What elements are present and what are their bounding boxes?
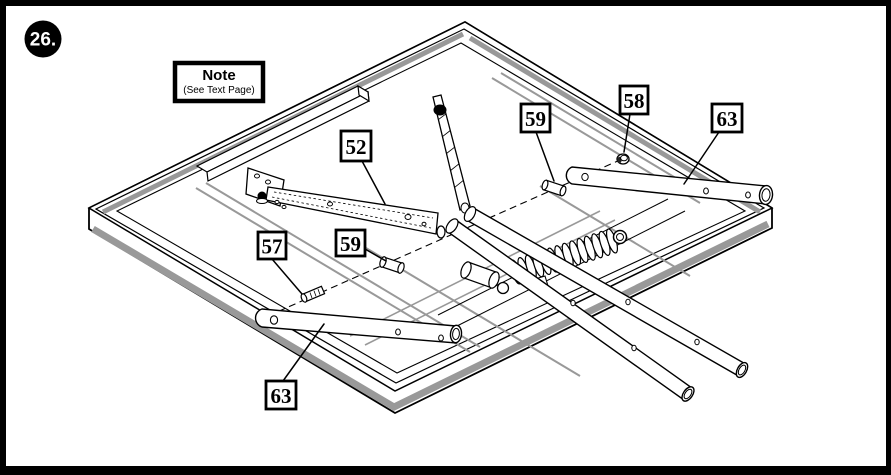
frame-rail <box>205 182 481 348</box>
leg-hole <box>570 299 576 307</box>
callout-58-leader <box>623 113 631 153</box>
callout-57: 57 <box>256 230 303 295</box>
callout-59-top-label: 59 <box>525 107 546 131</box>
slab-edge-shading <box>91 220 770 411</box>
anchor-cylinder-end <box>460 261 472 279</box>
note-box-frame <box>172 60 266 104</box>
callout-63-top-box <box>710 102 744 134</box>
callout-59-left-label: 59 <box>340 232 361 256</box>
rear-leg-tube <box>463 206 749 379</box>
pivot-axis-dashline <box>267 159 621 317</box>
spacer-end <box>559 185 567 197</box>
spring-eye-ring-inner <box>616 233 624 241</box>
note-subtitle: (See Text Page) <box>183 85 255 96</box>
callouts: 52 59 58 63 57 59 <box>256 84 744 411</box>
leg-tube-bottom-left <box>254 308 463 344</box>
leg-tube-body <box>565 166 767 205</box>
leg-mount-hole <box>581 172 589 182</box>
callout-63-bottom-leader <box>282 323 325 382</box>
arm-hole <box>327 201 333 207</box>
step-number: 26. <box>30 30 56 51</box>
arm-slot <box>281 204 287 210</box>
callout-59-left: 59 <box>334 228 387 262</box>
callout-57-leader <box>271 258 303 295</box>
leg-hole <box>438 334 444 342</box>
callout-58: 58 <box>618 84 650 153</box>
hinge-hole <box>265 179 271 185</box>
spacer-59-top <box>541 179 567 197</box>
leg-tube-bore <box>452 327 460 341</box>
callout-59-top-leader <box>535 131 555 182</box>
callout-52-label: 52 <box>346 135 367 159</box>
leg-hole <box>745 191 751 199</box>
spacer-end <box>397 262 405 274</box>
note-box: Note (See Text Page) <box>172 60 266 104</box>
leg-tube-top-right <box>565 166 774 206</box>
arm-hole <box>404 214 412 220</box>
callout-58-box <box>618 84 650 116</box>
leg-hole <box>694 338 700 346</box>
leg-hole <box>625 298 631 306</box>
batten-end-face <box>357 84 370 103</box>
callout-59-top-box <box>519 102 552 134</box>
leg-tube-open-end <box>681 386 695 402</box>
callout-59-left-leader <box>364 248 387 262</box>
leg-mount-hole <box>269 315 279 325</box>
spring-hook-ring <box>496 281 510 295</box>
leg-tube-pivot-end <box>445 218 459 234</box>
ratchet-post <box>432 94 471 214</box>
post-body <box>432 94 471 211</box>
note-title: Note <box>202 67 235 84</box>
step-badge: 26. <box>24 20 62 58</box>
arm-flange-line <box>271 196 432 229</box>
callout-58-label: 58 <box>624 89 645 113</box>
support-batten <box>195 84 370 182</box>
leg-tube-bore <box>683 388 693 400</box>
leg-tube-body <box>254 308 457 344</box>
callout-63-top-label: 63 <box>717 107 738 131</box>
leg-tube-bore <box>761 188 771 202</box>
callout-59-top: 59 <box>519 102 555 182</box>
nut-58 <box>616 153 630 165</box>
nut-bore <box>620 154 628 162</box>
front-leg-tube <box>445 218 695 402</box>
callout-52: 52 <box>339 129 386 205</box>
callout-63-bottom-box <box>264 379 298 411</box>
leg-tube-bore <box>737 364 747 376</box>
arm-flange-line <box>273 191 434 219</box>
callout-52-box <box>339 129 373 163</box>
callout-63-bottom-label: 63 <box>271 384 292 408</box>
leg-hole <box>703 187 709 195</box>
bracket-arm-52 <box>245 167 446 239</box>
bolt-57 <box>300 285 326 303</box>
callout-63-bottom: 63 <box>264 323 325 411</box>
post-teeth <box>438 113 464 188</box>
anchor-cylinder-end <box>488 271 500 289</box>
callout-63-top-leader <box>683 131 720 185</box>
leg-tube-pivot-end <box>463 206 477 222</box>
leg-hole <box>395 328 401 336</box>
frame-rail <box>539 185 691 277</box>
callout-63-top: 63 <box>683 102 744 185</box>
hinge-hole <box>254 173 260 179</box>
callout-57-label: 57 <box>262 235 283 259</box>
callout-57-box <box>256 230 288 261</box>
step-badge-circle <box>24 20 62 58</box>
hinge-washer <box>256 198 268 204</box>
arm-slot <box>274 199 280 205</box>
spacer-end <box>541 179 549 191</box>
bracket-arm-body <box>265 186 439 235</box>
bolt-threads <box>309 288 321 299</box>
post-knob <box>433 104 447 116</box>
arm-hole <box>421 221 427 227</box>
leg-hole <box>631 344 637 352</box>
leg-tube-open-end <box>735 361 749 379</box>
callout-52-leader <box>361 160 386 205</box>
arm-end-bushing <box>436 225 446 239</box>
spring-eye-ring <box>612 229 628 245</box>
callout-59-left-box <box>334 228 367 258</box>
